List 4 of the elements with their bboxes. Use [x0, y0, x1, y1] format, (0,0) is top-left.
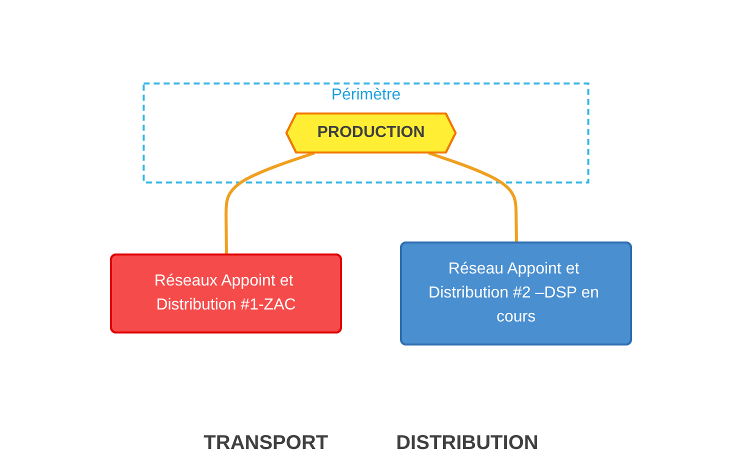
- connector: [224, 152, 315, 256]
- connector: [428, 152, 518, 244]
- section-label: DISTRIBUTION: [396, 432, 538, 455]
- section-label: TRANSPORT: [204, 432, 328, 455]
